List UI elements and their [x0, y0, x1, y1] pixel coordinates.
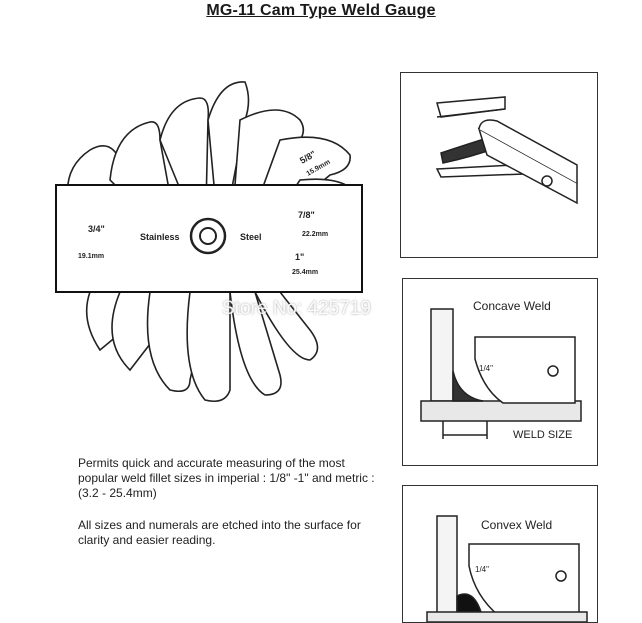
body-label-right: Steel	[240, 232, 262, 242]
description-paragraph-2: All sizes and numerals are etched into t…	[78, 518, 361, 547]
convex-fillet	[456, 593, 483, 613]
description-paragraph-1: Permits quick and accurate measuring of …	[78, 456, 375, 500]
caption-convex-weld: Convex Weld	[481, 518, 553, 532]
pivot-hole	[199, 227, 217, 245]
mark-22mm: 22.2mm	[302, 231, 328, 238]
cam-blade	[253, 291, 319, 361]
gauge-tag: 1/4"	[475, 565, 489, 574]
mark-3-4: 3/4"	[88, 224, 105, 234]
cam-blade	[186, 291, 231, 403]
panel-convex-weld: 1/4" Convex Weld	[402, 485, 598, 623]
caption-concave-weld: Concave Weld	[473, 299, 551, 313]
body-label-left: Stainless	[140, 232, 180, 242]
mark-25mm: 25.4mm	[292, 269, 318, 276]
vertical-plate	[436, 515, 458, 622]
store-watermark: Store No: 425719	[222, 298, 371, 319]
mark-7-8: 7/8"	[298, 210, 315, 220]
mark-19mm: 19.1mm	[78, 253, 104, 260]
vertical-plate	[430, 308, 454, 402]
concave-fillet	[452, 370, 484, 402]
gauge-tip	[477, 127, 578, 205]
page-title: MG-11 Cam Type Weld Gauge	[206, 2, 436, 19]
gauge-tag: 1/4"	[479, 364, 493, 373]
mark-1: 1"	[295, 252, 304, 262]
label-weld-size: WELD SIZE	[513, 429, 573, 441]
gauge-body	[474, 336, 576, 404]
joint-illustration	[435, 96, 578, 205]
cam-blade	[229, 291, 282, 396]
panel-gauge-on-joint	[400, 72, 598, 258]
panel-concave-weld: 1/4" Concave Weld WELD SIZE	[402, 278, 598, 466]
cam-gauge-illustration: Stainless Steel 3/4" 19.1mm 7/8" 22.2mm …	[55, 81, 363, 403]
base-plate	[426, 611, 588, 622]
convex-weld-illustration: 1/4"	[426, 515, 588, 622]
concave-weld-illustration: 1/4"	[420, 308, 582, 439]
base-plate	[420, 400, 582, 422]
